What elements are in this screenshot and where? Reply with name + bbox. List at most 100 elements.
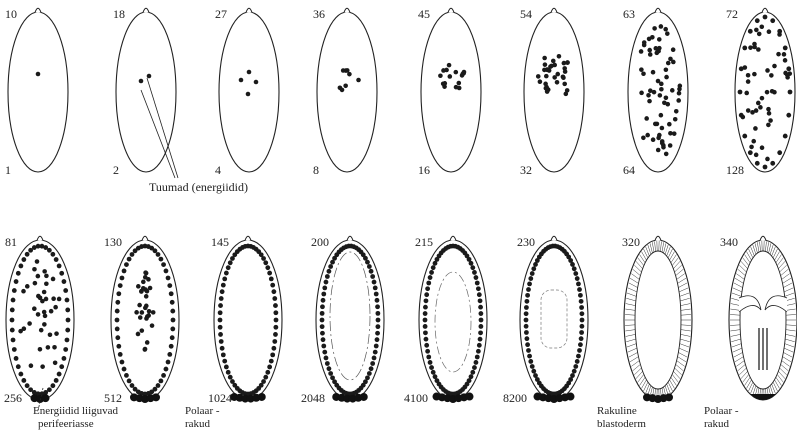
egg-outline: [8, 12, 68, 172]
nucleus-dot: [32, 267, 37, 272]
nucleus-dot: [375, 304, 380, 309]
nucleus-dot: [782, 52, 787, 57]
nucleus-dot: [147, 309, 152, 314]
nucleus-dot: [677, 91, 682, 96]
nucleus-dot: [565, 60, 570, 65]
cell-wall: [680, 304, 690, 306]
nuclei-count-label: 16: [418, 163, 430, 177]
nucleus-dot: [639, 49, 644, 54]
nucleus-dot: [563, 69, 568, 74]
nucleus-dot: [760, 145, 765, 150]
nucleus-dot: [270, 352, 275, 357]
cell-wall: [631, 361, 639, 367]
nucleus-dot: [531, 266, 536, 271]
cell-wall: [678, 278, 686, 283]
nucleus-dot: [576, 282, 581, 287]
nucleus-dot: [423, 305, 428, 310]
nucleus-dot: [678, 84, 683, 89]
pole-cells-annotation-2: Polaar - rakud: [704, 405, 739, 430]
nucleus-dot: [153, 248, 158, 253]
nucleus-dot: [265, 265, 270, 270]
nucleus-dot: [579, 305, 584, 310]
cell-wall: [767, 242, 769, 252]
nucleus-dot: [758, 105, 763, 110]
micropyle: [655, 8, 661, 12]
nucleus-dot: [11, 298, 16, 303]
cell-wall: [629, 352, 638, 357]
cell-wall: [626, 304, 636, 306]
nucleus-dot: [36, 274, 41, 279]
time-label: 36: [313, 7, 325, 21]
nucleus-dot: [783, 46, 788, 51]
nucleus-dot: [673, 117, 678, 122]
nucleus-dot: [478, 324, 483, 329]
nucleus-dot: [579, 311, 584, 316]
nucleus-dot: [474, 275, 479, 280]
nucleus-dot: [57, 264, 62, 269]
nucleus-dot: [746, 73, 751, 78]
nuclei-annotation: Tuumad (energiidid): [141, 78, 248, 194]
nucleus-dot: [751, 139, 756, 144]
nucleus-dot: [671, 47, 676, 52]
nucleus-dot: [552, 75, 557, 80]
nucleus-dot: [44, 274, 49, 279]
nucleus-dot: [645, 133, 650, 138]
nucleus-dot: [748, 45, 753, 50]
nucleus-dot: [14, 279, 19, 284]
cell-wall: [680, 344, 689, 347]
time-label: 230: [517, 235, 535, 249]
nucleus-dot: [49, 309, 54, 314]
nucleus-dot: [325, 274, 330, 279]
nucleus-dot: [143, 270, 148, 275]
nucleus-dot: [664, 75, 669, 80]
micropyle: [450, 236, 456, 240]
nucleus-dot: [33, 281, 38, 286]
nucleus-dot: [269, 359, 274, 364]
nucleus-dot: [320, 311, 325, 316]
nucleus-dot: [124, 262, 129, 267]
nucleus-dot: [665, 102, 670, 107]
nucleus-dot: [423, 324, 428, 329]
nucleus-dot: [423, 330, 428, 335]
nucleus-dot: [752, 42, 757, 47]
nucleus-dot: [127, 257, 132, 262]
nucleus-dot: [525, 299, 530, 304]
nucleus-dot: [321, 292, 326, 297]
nucleus-dot: [424, 343, 429, 348]
cell-wall: [677, 274, 685, 280]
nucleus-dot: [524, 311, 529, 316]
nucleus-dot: [42, 269, 47, 274]
nucleus-dot: [273, 332, 278, 337]
time-label: 63: [623, 7, 635, 21]
nucleus-dot: [370, 361, 375, 366]
embryo-panel: 340: [720, 235, 797, 400]
nucleus-dot: [120, 360, 125, 365]
nucleus-dot: [426, 281, 431, 286]
nucleus-dot: [575, 359, 580, 364]
nucleus-dot: [228, 260, 233, 265]
nucleus-dot: [524, 324, 529, 329]
micropyle: [551, 8, 557, 12]
time-label: 340: [720, 235, 738, 249]
nucleus-dot: [166, 276, 171, 281]
nucleus-dot: [16, 271, 21, 276]
nucleus-dot: [343, 83, 348, 88]
cell-wall: [660, 241, 661, 251]
cell-wall: [650, 243, 652, 253]
cell-wall: [732, 293, 741, 296]
cell-wall: [625, 330, 635, 331]
cell-wall: [627, 293, 636, 296]
nucleus-dot: [36, 72, 41, 77]
nucleus-dot: [472, 365, 477, 370]
nucleus-dot: [143, 306, 148, 311]
nucleus-dot: [376, 318, 381, 323]
nucleus-dot: [137, 303, 142, 308]
nucleus-dot: [375, 324, 380, 329]
nucleus-dot: [47, 248, 52, 253]
nucleus-dot: [674, 109, 679, 114]
nucleus-dot: [322, 285, 327, 290]
nucleus-dot: [372, 280, 377, 285]
